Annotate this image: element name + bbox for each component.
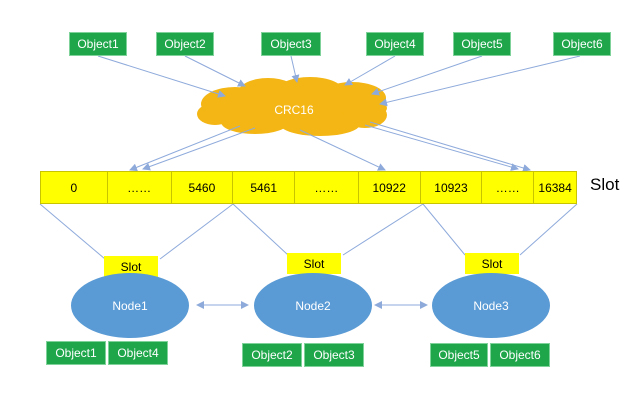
node-2: Node2 (254, 273, 372, 338)
slot-range-lines (39, 203, 578, 260)
top-object-6: Object6 (553, 32, 611, 56)
slot-cell-ellipsis-3: …… (482, 172, 535, 203)
arrow-crc-slot-left (129, 125, 241, 172)
slot-cell-0: 0 (41, 172, 108, 203)
arrow-crc-slot-right (364, 124, 519, 171)
arrow-crc-slot-mid (299, 129, 386, 171)
node-3: Node3 (432, 273, 550, 338)
crc-to-slot-arrows (129, 121, 531, 172)
node-1: Node1 (71, 273, 189, 338)
top-object-2: Object2 (156, 32, 214, 56)
node2-slot-tag: Slot (287, 253, 341, 274)
node1-object-4: Object4 (108, 341, 168, 365)
slot-cell-ellipsis-1: …… (108, 172, 172, 203)
node3-object-5: Object5 (430, 343, 488, 367)
arrow-crc-slot-left2 (142, 127, 256, 171)
slot-cell-10922: 10922 (359, 172, 421, 203)
arrow-object6-crc (379, 55, 581, 107)
arrow-object1-crc (97, 55, 226, 98)
top-object-3: Object3 (261, 32, 321, 56)
top-object-1: Object1 (69, 32, 127, 56)
node1-slot-tag: Slot (104, 256, 158, 277)
slot-axis-label: Slot (590, 175, 620, 194)
node3-slot-tag: Slot (465, 253, 519, 274)
slot-cell-5461: 5461 (233, 172, 296, 203)
arrow-object2-crc (184, 55, 246, 87)
slot-cell-5460: 5460 (172, 172, 234, 203)
node1-object-1: Object1 (46, 341, 106, 365)
slot-cell-ellipsis-2: …… (295, 172, 359, 203)
arrow-object4-crc (344, 55, 396, 86)
top-object-5: Object5 (453, 32, 511, 56)
slot-cell-16384: 16384 (538, 180, 572, 195)
arrow-object3-crc (290, 55, 300, 83)
arrow-crc-slot-right2 (369, 121, 531, 172)
object-to-crc-arrows (97, 55, 581, 107)
slot-cell-10923: 10923 (421, 172, 483, 203)
crc16-label: CRC16 (274, 103, 314, 117)
node2-object-3: Object3 (304, 343, 364, 367)
arrow-object5-crc (371, 55, 483, 96)
slot-bar: 0 …… 5460 5461 …… 10922 10923 …… 16384 (40, 171, 577, 204)
node3-object-6: Object6 (490, 343, 550, 367)
top-object-4: Object4 (366, 32, 424, 56)
node2-object-2: Object2 (242, 343, 302, 367)
